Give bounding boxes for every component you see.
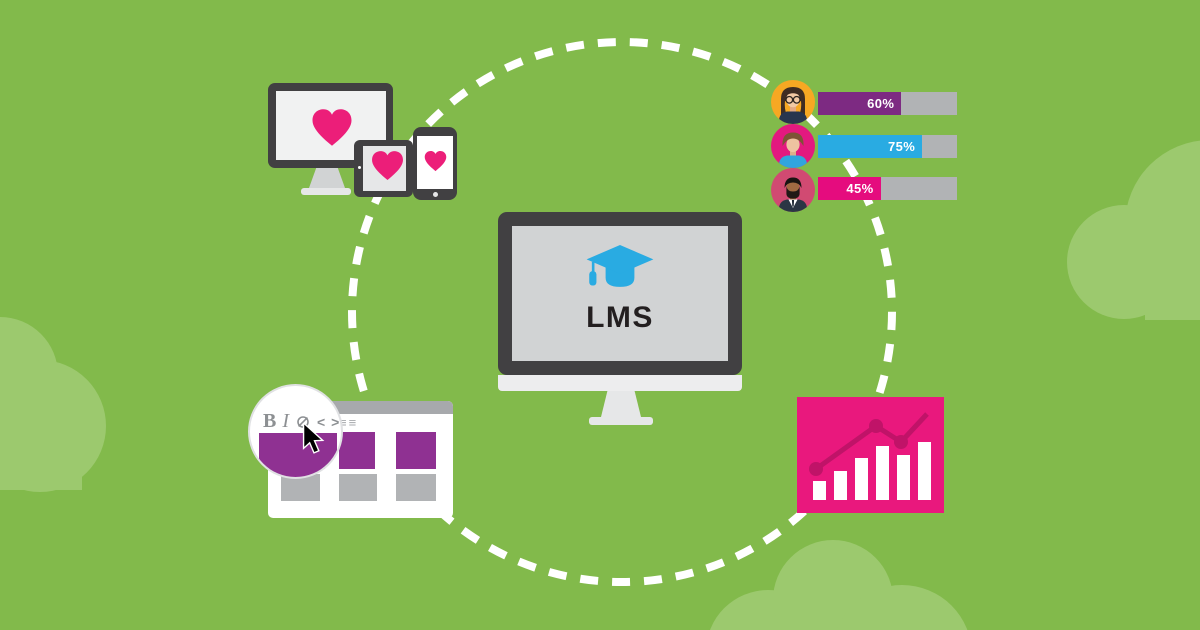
progress-fill: 45% xyxy=(818,177,881,200)
editor-block-purple xyxy=(396,432,436,469)
editor-block-gray xyxy=(396,474,436,501)
devices-monitor-neck xyxy=(309,168,345,188)
align-lines-icon: ≡≡ xyxy=(339,415,359,430)
magnifier-circle: B I < > xyxy=(248,384,343,479)
progress-value: 75% xyxy=(888,139,916,154)
magnified-purple-block xyxy=(259,433,337,477)
graduation-cap-icon xyxy=(586,244,654,287)
editor-block-purple xyxy=(339,432,375,469)
cloud-bottom xyxy=(710,540,968,630)
progress-bar-learner-3: 45% xyxy=(818,177,957,200)
progress-value: 45% xyxy=(846,181,874,196)
bold-icon: B xyxy=(263,410,277,432)
progress-fill: 60% xyxy=(818,92,902,115)
lms-monitor-neck xyxy=(601,391,641,417)
heart-icon xyxy=(424,150,447,172)
bar-line-chart xyxy=(809,412,931,500)
avatar-woman-glasses xyxy=(771,80,815,124)
progress-fill: 75% xyxy=(818,135,923,158)
italic-icon: I xyxy=(282,410,290,432)
devices-monitor-base xyxy=(301,188,351,195)
progress-bar-learner-2: 75% xyxy=(818,135,957,158)
editor-block-gray xyxy=(339,474,377,501)
lms-monitor-base xyxy=(589,417,653,425)
progress-bar-learner-1: 60% xyxy=(818,92,957,115)
heart-icon xyxy=(312,109,352,146)
lms-label: LMS xyxy=(586,301,654,334)
avatar-man-beard xyxy=(771,168,815,212)
heart-icon xyxy=(372,151,403,180)
editor-format-toolbar: B I < > xyxy=(263,410,340,433)
progress-value: 60% xyxy=(867,96,895,111)
phone-home-button xyxy=(433,192,438,197)
analytics-tile xyxy=(797,397,944,513)
avatar-person-bowl-cut xyxy=(771,124,815,168)
mouse-cursor-icon xyxy=(302,423,325,454)
cloud-right xyxy=(1067,140,1200,320)
code-icon: < > xyxy=(317,413,341,430)
cloud-left xyxy=(0,317,106,492)
tablet-camera-dot xyxy=(358,166,361,169)
lms-monitor-chin xyxy=(498,375,742,391)
